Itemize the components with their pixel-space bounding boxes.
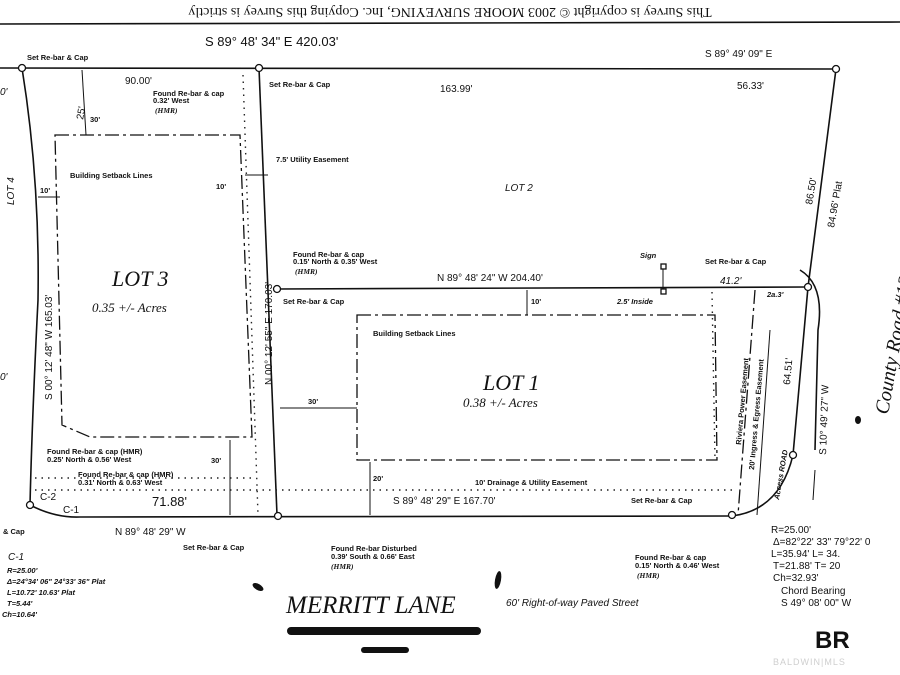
- monument-note: Set Re-bar & Cap: [27, 53, 89, 62]
- svg-text:BALDWIN|MLS: BALDWIN|MLS: [773, 657, 846, 667]
- curve-east-table: R=25.00' Δ=82°22' 33" 79°22' 0 L=35.94' …: [771, 525, 871, 609]
- svg-text:R=25.00': R=25.00': [7, 566, 38, 575]
- svg-text:0.25' North & 0.56' West: 0.25' North & 0.56' West: [47, 455, 132, 464]
- distance-label: 0': [0, 372, 9, 383]
- bearing-lot1-south: S 89° 48' 29" E 167.70': [393, 496, 496, 507]
- svg-text:Δ=24°34' 06" 24°33' 36" Plat: Δ=24°34' 06" 24°33' 36" Plat: [6, 577, 106, 586]
- bearing-top-right: S 89° 49' 09" E: [705, 49, 773, 60]
- curve-label: C-2: [40, 492, 57, 503]
- svg-text:(HMR): (HMR): [637, 571, 660, 580]
- easement-label: 7.5' Utility Easement: [276, 155, 349, 164]
- bearing-lot3-west: S 00° 12' 48" W 165.03': [44, 295, 55, 400]
- setback-label: Building Setback Lines: [70, 171, 153, 180]
- easement-lines: [35, 74, 735, 516]
- distance-label: 56.33': [737, 81, 764, 92]
- county-road-label: County Road #12: [871, 274, 900, 416]
- svg-text:0.15' North & 0.35' West: 0.15' North & 0.35' West: [293, 257, 378, 266]
- dimension-arrows: [38, 69, 528, 515]
- svg-text:Chord Bearing: Chord Bearing: [781, 586, 845, 597]
- monument-note: Set Re-bar & Cap: [283, 297, 345, 306]
- dimension-label: 30': [90, 115, 100, 124]
- monument-note: Set Re-bar & Cap: [705, 257, 767, 266]
- monument-markers: [17, 63, 841, 521]
- lot3-name: LOT 3: [111, 266, 168, 291]
- distance-label: 64.51': [782, 357, 795, 385]
- svg-text:(HMR): (HMR): [331, 562, 354, 571]
- svg-text:Found Re-bar & cap (HMR): Found Re-bar & cap (HMR): [78, 470, 174, 479]
- dimension-label: 20': [373, 474, 383, 483]
- lot4-name: LOT 4: [6, 177, 17, 205]
- dimension-label: 30': [211, 456, 221, 465]
- bearing-lot3-south: N 89° 48' 29" W: [115, 527, 186, 538]
- easement-label: 20' Ingress & Egress Easement: [747, 358, 766, 470]
- found-monument-notes: Found Re-bar & cap 0.32' West (HMR) Foun…: [47, 89, 720, 580]
- svg-text:S 49° 08' 00" W: S 49° 08' 00" W: [781, 598, 852, 609]
- dimension-label: 10': [40, 186, 50, 195]
- svg-text:Found Re-bar & cap (HMR): Found Re-bar & cap (HMR): [47, 447, 143, 456]
- easement-label: Riviera Power Easement: [734, 357, 751, 445]
- copyright-notice: This Survey is copyright © 2003 MOORE SU…: [188, 4, 711, 19]
- svg-text:T=5.44': T=5.44': [7, 599, 33, 608]
- sign-offset-label: 2.5' Inside: [616, 297, 653, 306]
- bearing-east: S 10° 49' 27" W: [818, 384, 831, 455]
- svg-text:0.31' North & 0.63' West: 0.31' North & 0.63' West: [78, 478, 163, 487]
- distance-label: 71.88': [152, 494, 187, 509]
- monument-note: & Cap: [3, 527, 25, 536]
- distance-label: 0': [0, 87, 9, 98]
- monument-note: Set Re-bar & Cap: [183, 543, 245, 552]
- svg-text:Δ=82°22' 33" 79°22' 0: Δ=82°22' 33" 79°22' 0: [773, 537, 871, 548]
- lot1-name: LOT 1: [482, 370, 539, 395]
- svg-text:0.39' South & 0.66' East: 0.39' South & 0.66' East: [331, 552, 415, 561]
- svg-text:T=21.88' T= 20: T=21.88' T= 20: [773, 561, 841, 572]
- svg-text:Found Re-bar & cap: Found Re-bar & cap: [635, 553, 707, 562]
- sign-label: Sign: [640, 251, 657, 260]
- street-description: 60' Right-of-way Paved Street: [506, 598, 640, 609]
- dimension-label: 10': [216, 182, 226, 191]
- svg-text:Ch=32.93': Ch=32.93': [773, 573, 819, 584]
- svg-text:Found Re-bar & cap: Found Re-bar & cap: [293, 250, 365, 259]
- svg-text:R=25.00': R=25.00': [771, 525, 811, 536]
- bearing-lot1-north: N 89° 48' 24" W 204.40': [437, 273, 543, 284]
- bearing-lot3-east: N 00° 12' 55" E 170.03': [264, 282, 275, 385]
- header-rule: [0, 21, 900, 25]
- distance-label: 2a.3': [766, 290, 784, 299]
- curve-c1-table: C-1 R=25.00' Δ=24°34' 06" 24°33' 36" Pla…: [2, 552, 106, 619]
- curve-label: C-1: [63, 505, 80, 516]
- monument-note: Set Re-bar & Cap: [269, 80, 331, 89]
- svg-text:(HMR): (HMR): [295, 267, 318, 276]
- svg-text:0.15' North & 0.46' West: 0.15' North & 0.46' West: [635, 561, 720, 570]
- lot3-acres: 0.35 +/- Acres: [92, 300, 167, 315]
- svg-text:BR: BR: [815, 627, 850, 654]
- setback-label: Building Setback Lines: [373, 329, 456, 338]
- watermark: BR BALDWIN|MLS: [773, 627, 850, 667]
- lot2-name: LOT 2: [505, 183, 533, 194]
- svg-text:Found Re-bar Disturbed: Found Re-bar Disturbed: [331, 544, 417, 553]
- distance-label: 86.50': [804, 177, 820, 206]
- distance-label: 25': [75, 106, 88, 121]
- lot1-acres: 0.38 +/- Acres: [463, 395, 538, 410]
- distance-label: 84.96' Plat: [826, 180, 845, 228]
- svg-text:C-1: C-1: [8, 552, 24, 563]
- svg-text:0.32' West: 0.32' West: [153, 96, 190, 105]
- svg-text:Ch=10.64': Ch=10.64': [2, 610, 37, 619]
- svg-text:L=10.72' 10.63' Plat: L=10.72' 10.63' Plat: [7, 588, 75, 597]
- svg-text:(HMR): (HMR): [155, 106, 178, 115]
- scan-marks: [252, 416, 861, 653]
- bearing-top: S 89° 48' 34" E 420.03': [205, 34, 338, 49]
- distance-label: 163.99': [440, 84, 473, 95]
- dimension-label: 10': [531, 297, 541, 306]
- distance-label: 41.2': [720, 276, 742, 287]
- easement-label: 10' Drainage & Utility Easement: [475, 478, 588, 487]
- svg-text:Found Re-bar & cap: Found Re-bar & cap: [153, 89, 225, 98]
- street-name: MERRITT LANE: [285, 592, 456, 619]
- setback-lines: [54, 134, 756, 516]
- distance-label: 90.00': [125, 76, 152, 87]
- monument-note: Set Re-bar & Cap: [631, 496, 693, 505]
- dimension-label: 30': [308, 397, 318, 406]
- svg-text:L=35.94' L= 34.: L=35.94' L= 34.: [771, 549, 840, 560]
